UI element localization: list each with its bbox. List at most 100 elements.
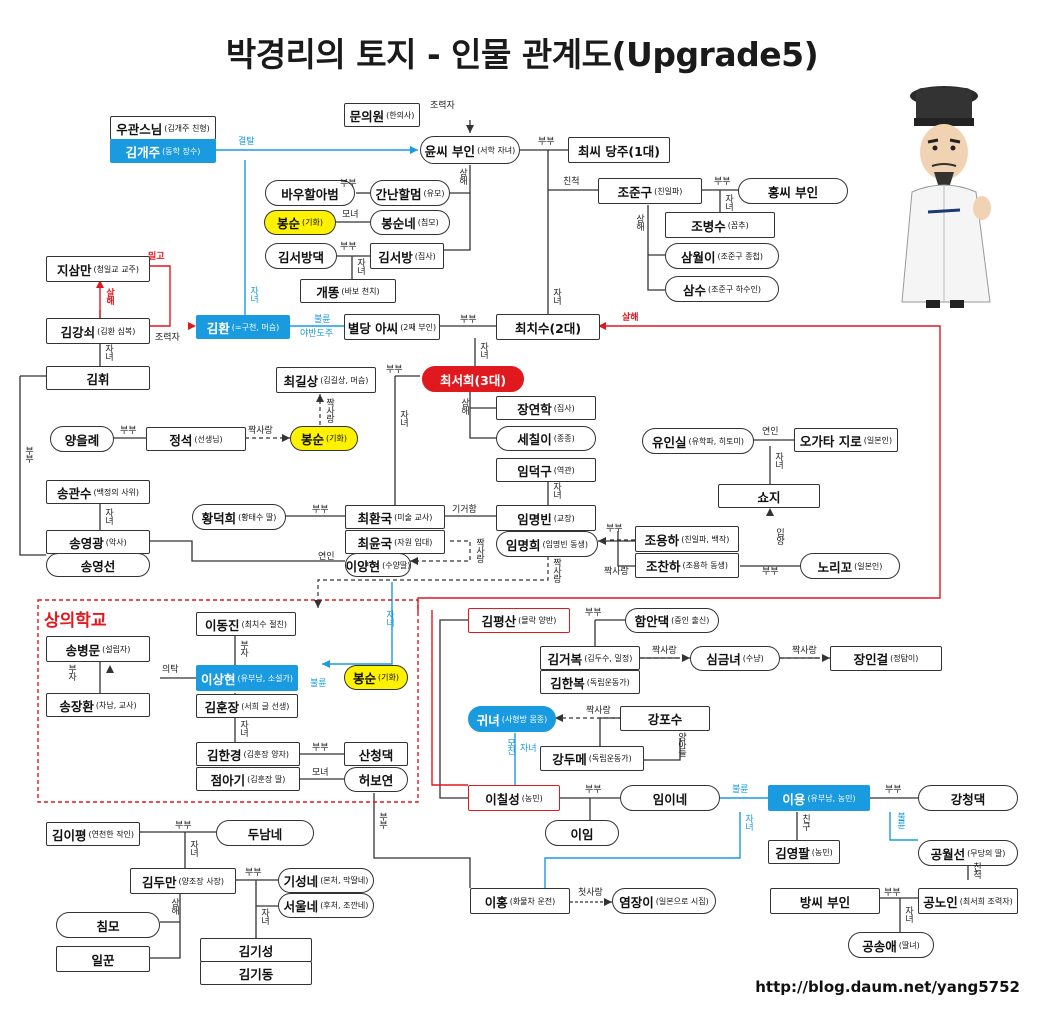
node-imine: 임이네 bbox=[620, 785, 720, 811]
label-bubu: 부부 bbox=[885, 785, 902, 795]
label-yangabeoji: 양아들 bbox=[676, 732, 686, 756]
node-bangssi: 방씨 부인 bbox=[770, 888, 880, 914]
node-gimgangsoe: 김강쇠(김환 심복) bbox=[46, 318, 150, 344]
label-bulyun: 불륜 bbox=[895, 812, 905, 828]
node-immyeongbin: 임명빈(교장) bbox=[496, 505, 596, 531]
label-janyeo: 자녀 bbox=[259, 908, 269, 924]
label-bubu: 부부 bbox=[312, 505, 329, 515]
node-yuninsil: 유인실(유학파, 히토미) bbox=[642, 428, 754, 454]
node-songyeongseon: 송영선 bbox=[46, 553, 150, 577]
label-sanghae: 상해 bbox=[634, 214, 644, 230]
node-gimgaeju: 김개주(동학 장수) bbox=[110, 139, 216, 163]
node-choigilsang: 최길상(김길상, 머슴) bbox=[276, 367, 376, 393]
node-gimduman: 김두만(양조장 사장) bbox=[130, 868, 236, 894]
label-bubu: 부부 bbox=[340, 242, 357, 252]
node-gimhwi: 김휘 bbox=[46, 366, 150, 390]
label-janyeo: 자녀 bbox=[520, 744, 537, 754]
node-yunssi: 윤씨 부인(서학 자녀) bbox=[420, 136, 520, 164]
label-janyeo: 자녀 bbox=[384, 610, 394, 626]
school-section-label: 상의학교 bbox=[44, 611, 107, 631]
node-giseongne: 기성네(본처, 막딸네) bbox=[278, 868, 374, 893]
node-iyong: 이용(유부남, 농민) bbox=[768, 785, 870, 811]
label-mojyeo: 모녀 bbox=[312, 768, 329, 778]
label-bubu: 부부 bbox=[460, 315, 477, 325]
node-gimseobang: 김서방(집사) bbox=[370, 243, 444, 269]
label-mochin: 모친 bbox=[505, 738, 515, 754]
label-gyeoltal: 결탈 bbox=[238, 137, 255, 147]
node-byeoldang: 별당 아씨(2째 부인) bbox=[344, 314, 440, 340]
node-gongnoin: 공노인(최서희 조력자) bbox=[918, 888, 1018, 914]
label-janyeo: 자녀 bbox=[551, 288, 561, 304]
node-choiyunguk: 최윤국(자원 입대) bbox=[345, 530, 445, 554]
node-ugwan: 우관스님(김개주 친형) bbox=[110, 116, 216, 140]
node-jangingeol: 장인걸(정탐이) bbox=[830, 646, 942, 671]
scholar-illustration bbox=[901, 86, 991, 308]
node-chimmo: 침모 bbox=[56, 912, 160, 938]
label-bubu: 부부 bbox=[606, 524, 623, 534]
node-songbyeongmun: 송병문(설립자) bbox=[46, 636, 150, 662]
label-bubu: 부부 bbox=[538, 137, 555, 147]
label-sanghae: 상해 bbox=[459, 398, 469, 414]
label-bulyun: 불륜 bbox=[732, 785, 749, 795]
node-jobyeongsu: 조병수(꼽추) bbox=[665, 212, 775, 238]
node-heoboyeon: 허보연 bbox=[344, 767, 408, 792]
node-gimgidong: 김기동 bbox=[200, 961, 312, 985]
label-jjaksarang: 짝사랑 bbox=[652, 646, 677, 656]
label-bubu: 부부 bbox=[23, 446, 33, 462]
node-sancheongdaek: 산청댁 bbox=[344, 742, 408, 766]
node-gangcheongdaek: 강청댁 bbox=[918, 785, 1018, 811]
label-bubu: 부부 bbox=[585, 608, 602, 618]
node-bauhal: 바우할아범 bbox=[265, 180, 355, 206]
node-yangeulle: 양을례 bbox=[50, 426, 114, 452]
label-janyeo: 자녀 bbox=[903, 906, 913, 922]
label-jjaksarang: 짝사랑 bbox=[324, 398, 334, 422]
node-idongjin: 이동진(최치수 절친) bbox=[196, 612, 296, 636]
node-choyongha: 조용하(친일파, 백작) bbox=[635, 526, 739, 552]
node-simgeumnyeo: 심금녀(수냥) bbox=[690, 646, 780, 671]
label-janyeo: 자녀 bbox=[743, 814, 753, 830]
node-choihwanguk: 최환국(미술 교사) bbox=[345, 505, 445, 529]
label-sarhae-left: 살해 bbox=[104, 288, 114, 304]
node-choissi-dangju: 최씨 당주(1대) bbox=[568, 137, 670, 163]
node-josjungu: 조준구(친일파) bbox=[598, 178, 702, 204]
node-yeomjangi: 염장이(일본으로 시집) bbox=[612, 888, 716, 914]
node-gimipyeong: 김이평(연천한 작인) bbox=[46, 822, 140, 846]
node-gimhangyeong: 김한경(김훈장 양자) bbox=[196, 742, 300, 766]
node-jangyeonhak: 장연학(집사) bbox=[496, 396, 596, 420]
node-gongwolseon: 공월선(무당의 딸) bbox=[918, 840, 1018, 866]
node-jisangman: 지삼만(청일교 교주) bbox=[46, 256, 150, 282]
source-url: http://blog.daum.net/yang5752 bbox=[755, 978, 1020, 996]
node-iim: 이임 bbox=[545, 820, 619, 846]
node-gimseobang-taek: 김서방댁 bbox=[265, 243, 337, 269]
label-jjaksarang: 짝사랑 bbox=[551, 558, 561, 582]
label-jjaksarang: 짝사랑 bbox=[604, 567, 629, 577]
node-ilkkun: 일꾼 bbox=[56, 946, 150, 972]
node-bongsun-3: 봉순(기화) bbox=[344, 665, 408, 690]
label-janyeo: 자녀 bbox=[551, 482, 561, 498]
node-samwol: 삼월이(조준구 종첩) bbox=[665, 243, 779, 269]
label-janyeo: 자녀 bbox=[355, 258, 365, 274]
node-gangposu: 강포수 bbox=[620, 706, 710, 731]
node-ogata: 오가타 지로(일본인) bbox=[794, 428, 898, 452]
label-janyeo: 자녀 bbox=[103, 344, 113, 360]
node-gimyeongpal: 김영팔(농민) bbox=[768, 840, 840, 864]
label-bubu: 부부 bbox=[340, 179, 357, 189]
label-bubu: 부부 bbox=[120, 426, 137, 436]
label-bubu: 부부 bbox=[175, 821, 192, 831]
node-gimpyeongsan: 김평산(몰락 양반) bbox=[468, 608, 570, 633]
node-syoji: 쇼지 bbox=[718, 484, 820, 508]
node-gongsongae: 공송애(딸녀) bbox=[848, 932, 934, 958]
label-ilgo: 밀고 bbox=[148, 252, 165, 262]
label-ipyang: 입양 bbox=[774, 528, 784, 544]
label-mojyeo: 모녀 bbox=[342, 210, 359, 220]
label-sanghae: 상해 bbox=[169, 898, 179, 914]
node-gimhanbok: 김한복(독립운동가) bbox=[540, 670, 640, 694]
node-gimgiseong: 김기성 bbox=[200, 938, 312, 962]
label-sanghae-top: 상해 bbox=[457, 168, 467, 184]
label-bulyun: 불륜 bbox=[314, 315, 331, 325]
node-isanghyeon: 이상현(유부남, 소설가) bbox=[196, 665, 298, 691]
node-bongsun-1: 봉순(기화) bbox=[264, 210, 336, 235]
node-sechili: 세칠이(종종) bbox=[496, 426, 596, 451]
